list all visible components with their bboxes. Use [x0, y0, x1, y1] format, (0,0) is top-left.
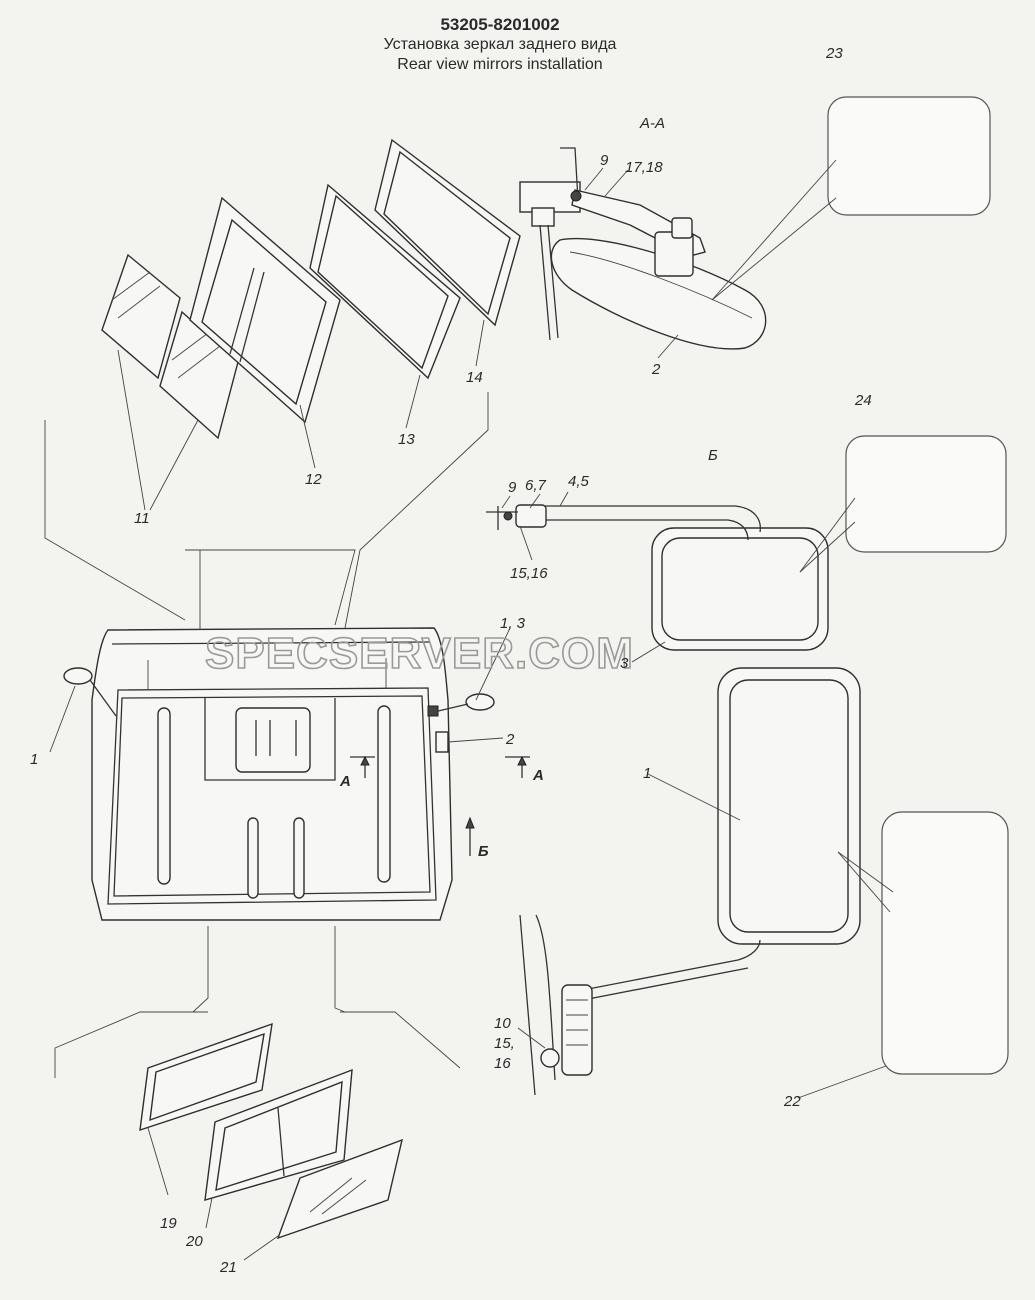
title-block: 53205-8201002 Установка зеркал заднего в… — [260, 14, 740, 75]
leader-24a — [799, 497, 856, 573]
leader-2-cab — [447, 737, 504, 743]
leader-22a — [837, 851, 894, 893]
leader-11b — [149, 419, 199, 511]
leader-9-aa — [584, 167, 604, 191]
part-number-title: 53205-8201002 — [440, 15, 560, 34]
leader-3 — [631, 641, 666, 663]
leader-21 — [243, 1235, 279, 1261]
callout-14: 14 — [466, 369, 483, 386]
callout-11: 11 — [134, 510, 150, 527]
leader-12 — [299, 404, 316, 469]
explode-line-right — [344, 392, 489, 629]
view-arrow-b — [465, 816, 475, 856]
leader-17-18 — [604, 169, 629, 197]
leader-10 — [517, 1027, 546, 1049]
window-glass-11a — [101, 253, 181, 380]
callout-12: 12 — [305, 471, 322, 488]
section-label-aa: А-А — [639, 115, 665, 132]
arrow-label-a-right: А — [532, 767, 544, 784]
callout-22: 22 — [783, 1093, 801, 1110]
explode-line-bottom-right — [334, 926, 346, 1013]
section-b-detail — [486, 504, 829, 651]
section-arrow-left — [350, 755, 375, 778]
leader-1-left — [49, 685, 76, 753]
callout-16: 16 — [494, 1055, 511, 1072]
leader-19 — [147, 1127, 169, 1196]
main-mirror-1 — [519, 667, 861, 1096]
callout-15: 15, — [494, 1035, 515, 1052]
callout-9-aa: 9 — [600, 152, 609, 169]
placeholder-box-23 — [827, 96, 991, 216]
leader-23b — [711, 197, 837, 301]
title-english: Rear view mirrors installation — [397, 56, 603, 73]
callout-9-b: 9 — [508, 479, 517, 496]
leader-15-16-b — [519, 525, 533, 561]
section-aa-detail — [519, 147, 767, 350]
callout-24: 24 — [854, 392, 872, 409]
leader-23a — [711, 159, 837, 301]
window-seal-14 — [374, 138, 521, 327]
window-frame-12 — [189, 196, 341, 424]
leader-13 — [405, 374, 421, 429]
leader-11a — [117, 349, 146, 511]
leader-14 — [475, 319, 485, 367]
explode-line-left — [44, 420, 186, 621]
callout-1-left: 1 — [30, 751, 38, 768]
callout-20: 20 — [185, 1233, 203, 1250]
callout-19: 19 — [160, 1215, 177, 1232]
placeholder-box-22 — [881, 811, 1009, 1075]
leader-22b — [837, 851, 891, 913]
callout-2-view: 2 — [651, 361, 661, 378]
explode-line-bottom-left — [192, 926, 209, 1013]
callout-1-3: 1, 3 — [500, 615, 526, 632]
explode-line-mid — [185, 549, 356, 626]
callout-6-7: 6,7 — [525, 477, 547, 494]
section-arrow-right — [505, 755, 530, 778]
leader-4-5 — [559, 491, 569, 507]
window-frame-20 — [204, 1068, 353, 1201]
title-russian: Установка зеркал заднего вида — [383, 36, 617, 53]
leader-22c — [797, 1065, 887, 1099]
leader-1-mirror — [647, 773, 741, 821]
callout-15-16-b: 15,16 — [510, 565, 548, 582]
window-seal-19 — [139, 1022, 273, 1132]
callout-1-mirror: 1 — [643, 765, 651, 782]
arrow-label-a-left: А — [339, 773, 351, 790]
leader-2-view — [657, 334, 679, 359]
window-glass-21 — [276, 1138, 403, 1240]
arrow-label-b: Б — [478, 843, 489, 860]
callout-2-cab: 2 — [505, 731, 515, 748]
leader-24b — [799, 521, 856, 573]
callout-10: 10 — [494, 1015, 511, 1032]
leader-9-b — [501, 495, 511, 509]
callout-3: 3 — [620, 655, 629, 672]
explode-line-bottom-far-left — [54, 1011, 208, 1078]
section-label-b: Б — [708, 447, 718, 464]
leader-20 — [205, 1197, 213, 1229]
callout-17-18: 17,18 — [625, 159, 663, 176]
leader-6-7 — [529, 493, 541, 509]
cab-top-view — [63, 627, 495, 921]
window-seal-13 — [309, 183, 461, 380]
callout-21: 21 — [219, 1259, 237, 1276]
leader-1-3 — [475, 627, 511, 701]
explode-line-bottom-far-right — [340, 1011, 461, 1069]
callout-13: 13 — [398, 431, 415, 448]
callout-4-5: 4,5 — [568, 473, 590, 490]
watermark: SPECSERVER.COM — [205, 629, 634, 678]
placeholder-box-24 — [845, 435, 1007, 553]
callout-23: 23 — [825, 45, 843, 62]
